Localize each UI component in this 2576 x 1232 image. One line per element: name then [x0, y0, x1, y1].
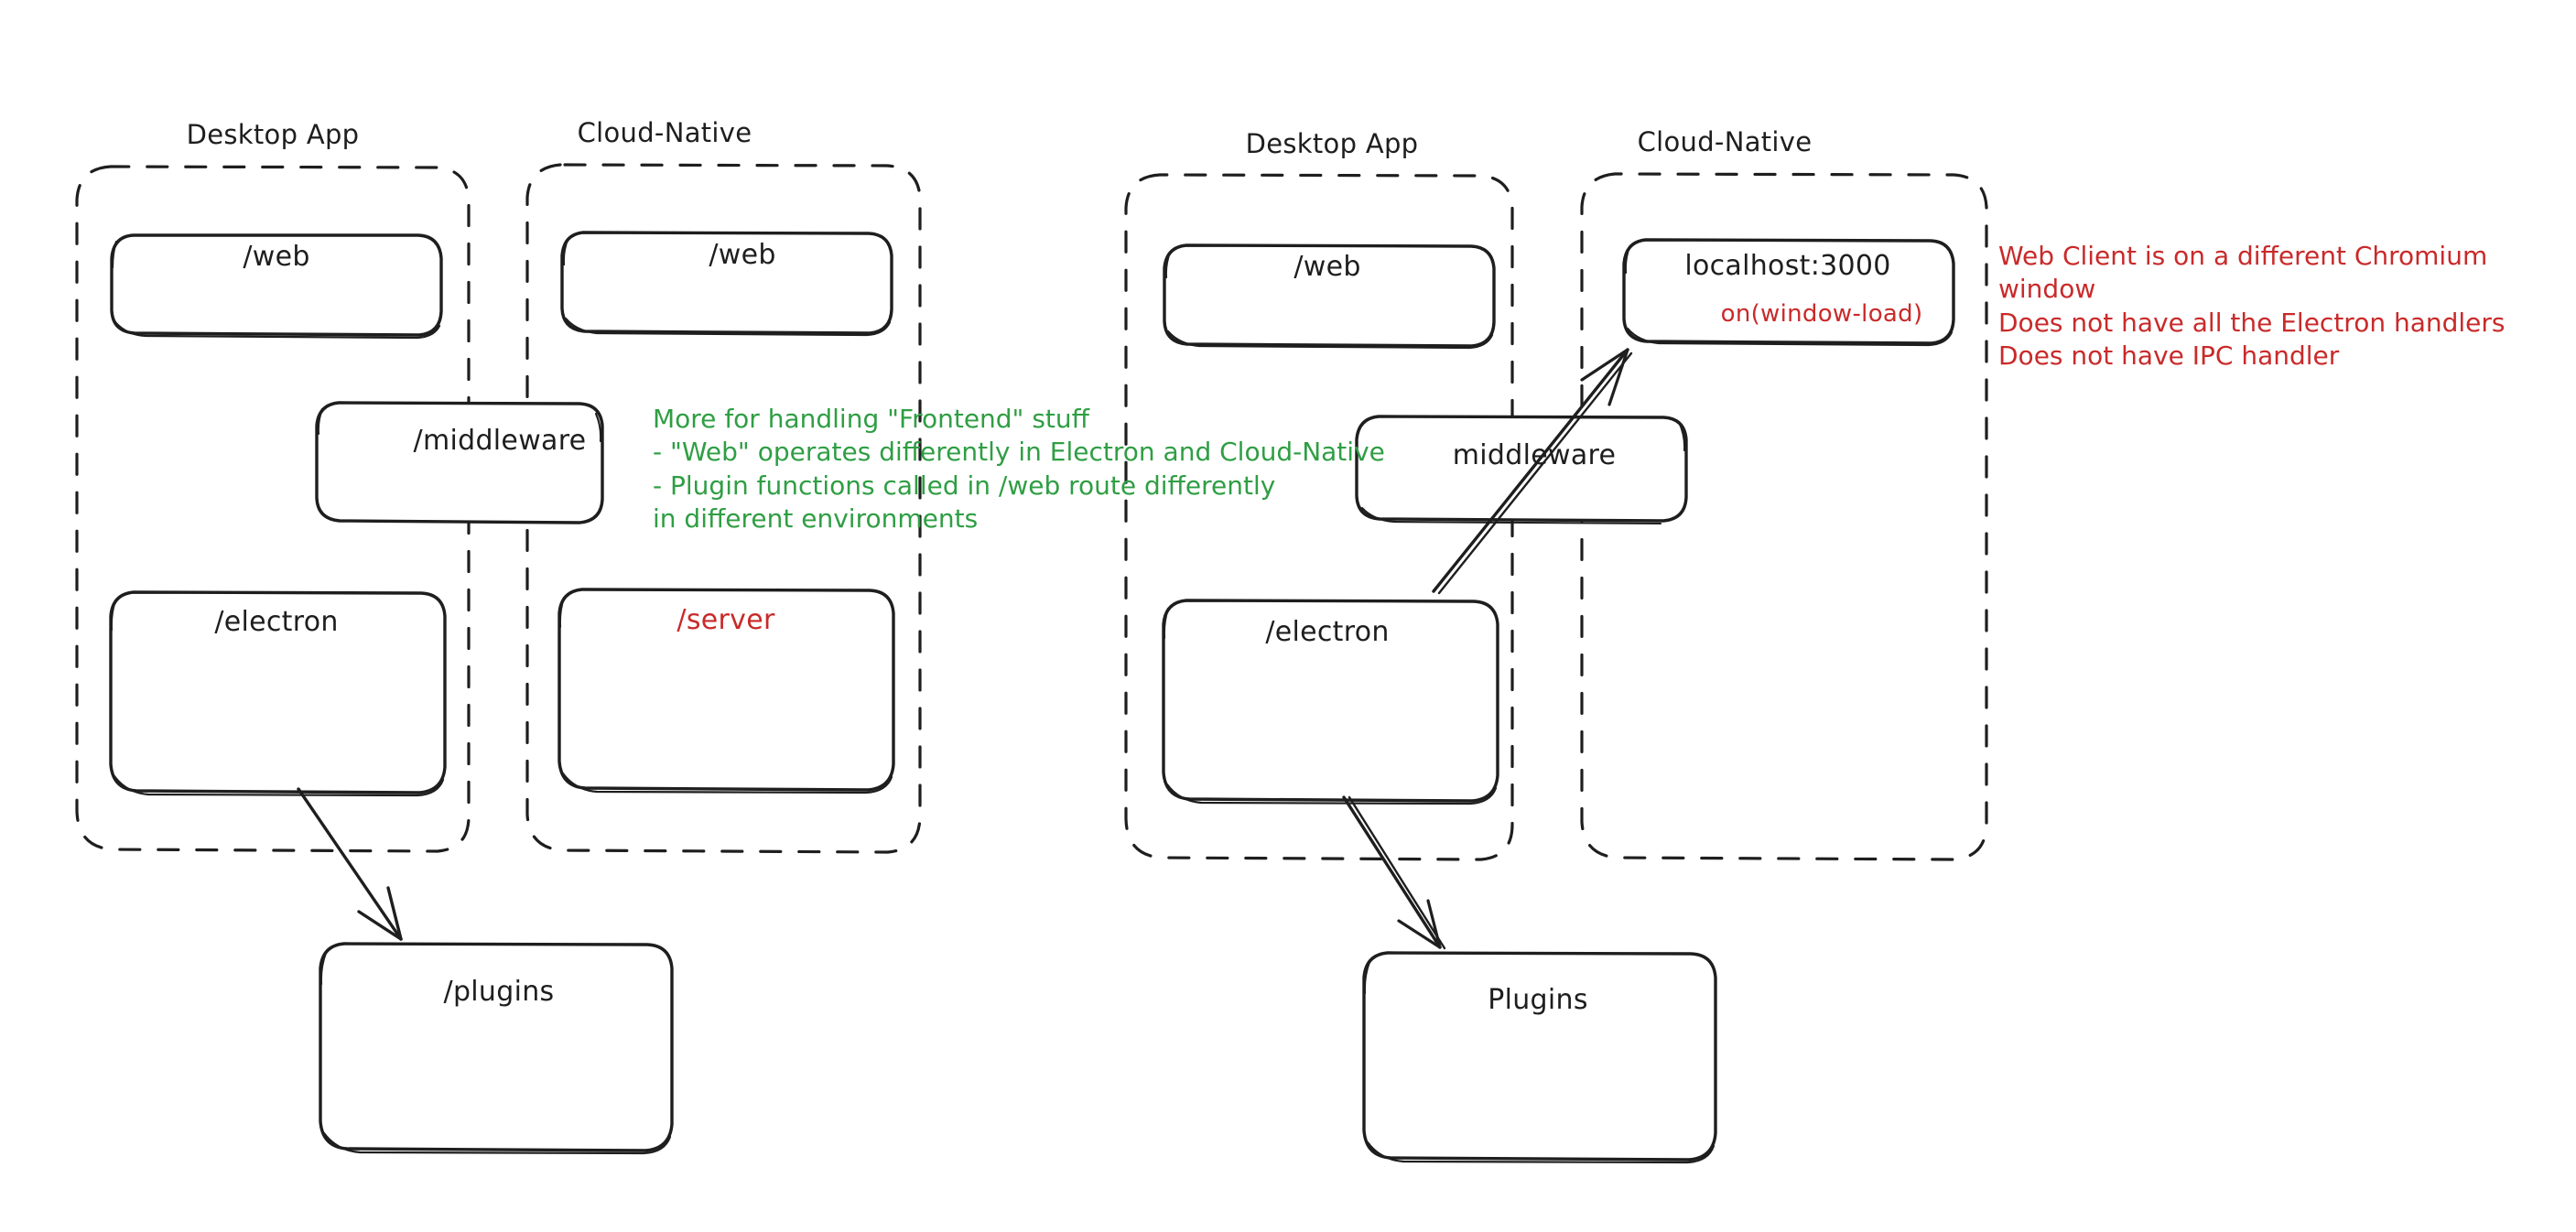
annotation-green-line-2: - "Web" operates differently in Electron…	[653, 437, 1385, 468]
box-right-web	[1163, 243, 1496, 350]
box-right-plugins	[1362, 951, 1717, 1164]
container-left-cloud	[525, 163, 922, 854]
box-right-middleware	[1355, 415, 1688, 525]
box-label-left-middleware: /middleware	[413, 425, 587, 457]
annotation-red-line-2: Does not have all the Electron handlers	[1998, 307, 2506, 338]
box-label-left-server: /server	[676, 604, 775, 636]
container-right-cloud	[1580, 172, 1988, 861]
box-label-left-plugins: /plugins	[443, 976, 555, 1008]
annotation-green-line-1: More for handling "Frontend" stuff	[653, 404, 1089, 434]
arrow-left-electron-to-plugins	[297, 787, 403, 941]
annotation-green-line-4: in different environments	[653, 503, 979, 535]
box-label-right-electron: /electron	[1265, 616, 1390, 648]
box-left-server	[557, 588, 895, 794]
arrow-right-electron-to-plugins	[1342, 795, 1446, 950]
container-title-left-cloud: Cloud-Native	[577, 117, 752, 148]
box-left-middleware	[315, 401, 604, 524]
box-right-electron	[1162, 599, 1499, 805]
box-label-right-web: /web	[1293, 251, 1361, 283]
container-title-left-desktop: Desktop App	[186, 119, 360, 150]
container-right-desktop	[1124, 173, 1514, 861]
annotation-green-note: More for handling "Frontend" stuff - "We…	[653, 403, 1385, 536]
annotation-red-line-1: Web Client is on a different Chromium wi…	[1998, 241, 2488, 305]
annotation-red-note: Web Client is on a different Chromium wi…	[1998, 240, 2576, 373]
annotation-green-line-3: - Plugin functions called in /web route …	[653, 470, 1276, 501]
box-left-web-cloud	[560, 231, 893, 337]
container-title-right-cloud: Cloud-Native	[1637, 126, 1813, 157]
annotation-red-line-3: Does not have IPC handler	[1998, 340, 2340, 372]
box-label-right-localhost: localhost:3000	[1684, 250, 1891, 282]
box-left-electron	[109, 590, 447, 797]
container-title-right-desktop: Desktop App	[1245, 128, 1419, 159]
container-left-desktop	[75, 165, 471, 853]
box-label-left-web-cloud: /web	[709, 239, 776, 271]
box-right-localhost	[1622, 238, 1955, 347]
box-left-plugins	[319, 942, 674, 1155]
box-left-web-desktop	[110, 233, 443, 340]
box-sublabel-right-localhost: on(window-load)	[1720, 300, 1923, 328]
box-label-right-middleware: middleware	[1452, 439, 1617, 471]
box-label-left-electron: /electron	[214, 606, 339, 638]
box-label-right-plugins: Plugins	[1488, 984, 1588, 1016]
arrow-right-electron-to-localhost	[1432, 348, 1633, 595]
box-label-left-web-desktop: /web	[243, 241, 310, 273]
